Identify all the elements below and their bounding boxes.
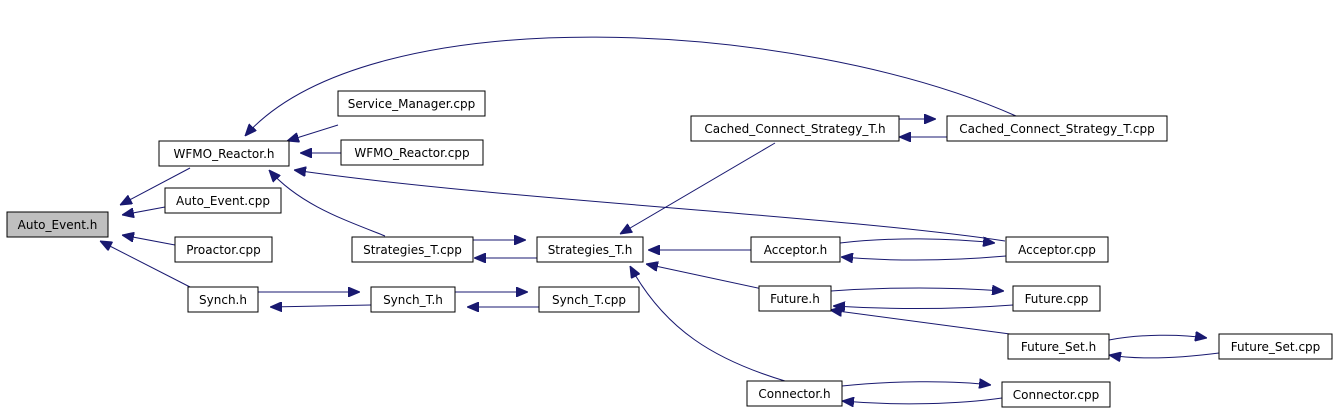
node-future-set-cpp[interactable]: Future_Set.cpp bbox=[1218, 333, 1333, 360]
node-synch-h[interactable]: Synch.h bbox=[187, 286, 259, 313]
edge-strategies-t-cpp-to-wfmo-reactor-h bbox=[269, 170, 386, 237]
edge-future-h-to-strategies-t-h bbox=[646, 264, 768, 291]
node-label: Synch_T.cpp bbox=[552, 293, 626, 307]
node-wfmo-reactor-cpp[interactable]: WFMO_Reactor.cpp bbox=[340, 139, 484, 166]
node-label: Acceptor.cpp bbox=[1018, 243, 1096, 257]
edge-auto-event-cpp-to-auto-event-h bbox=[122, 206, 166, 215]
edge-connector-h-to-connector-cpp bbox=[841, 382, 991, 386]
node-future-h[interactable]: Future.h bbox=[758, 285, 832, 312]
node-label: Connector.cpp bbox=[1013, 388, 1099, 402]
edge-connector-h-to-strategies-t-h bbox=[630, 266, 786, 382]
node-label: Future_Set.cpp bbox=[1231, 340, 1321, 354]
node-label: Strategies_T.cpp bbox=[363, 243, 462, 257]
node-acceptor-cpp[interactable]: Acceptor.cpp bbox=[1005, 236, 1109, 263]
edge-future-set-h-to-future-h bbox=[830, 310, 1011, 335]
node-acceptor-h[interactable]: Acceptor.h bbox=[750, 236, 841, 263]
node-label: Synch_T.h bbox=[383, 293, 443, 307]
edge-future-h-to-future-cpp bbox=[830, 288, 1004, 291]
edges bbox=[100, 36, 1220, 404]
node-label: Proactor.cpp bbox=[186, 243, 261, 257]
node-synch-t-h[interactable]: Synch_T.h bbox=[370, 286, 456, 313]
edge-acceptor-cpp-to-acceptor-h bbox=[841, 256, 1007, 260]
node-proactor-cpp[interactable]: Proactor.cpp bbox=[174, 236, 273, 263]
node-auto-event-h[interactable]: Auto_Event.h bbox=[6, 211, 109, 238]
node-cached-connect-strategy-t-h[interactable]: Cached_Connect_Strategy_T.h bbox=[690, 115, 900, 142]
edge-future-cpp-to-future-h bbox=[833, 305, 1014, 309]
edge-proactor-cpp-to-auto-event-h bbox=[122, 235, 176, 246]
node-label: Cached_Connect_Strategy_T.h bbox=[704, 122, 885, 136]
node-label: Connector.h bbox=[758, 387, 830, 401]
node-service-manager-cpp[interactable]: Service_Manager.cpp bbox=[337, 90, 486, 117]
node-label: Future_Set.h bbox=[1021, 340, 1096, 354]
edge-cached-connect-strategy-t-h-to-strategies-t-h bbox=[620, 142, 776, 234]
node-strategies-t-cpp[interactable]: Strategies_T.cpp bbox=[351, 236, 474, 263]
edge-synch-t-h-to-synch-h bbox=[270, 305, 372, 307]
node-wfmo-reactor-h[interactable]: WFMO_Reactor.h bbox=[158, 140, 290, 167]
node-future-cpp[interactable]: Future.cpp bbox=[1012, 285, 1101, 312]
node-label: Future.cpp bbox=[1025, 292, 1089, 306]
node-label: Future.h bbox=[770, 292, 820, 306]
node-label: Acceptor.h bbox=[764, 243, 828, 257]
node-label: Service_Manager.cpp bbox=[348, 97, 476, 111]
node-label: Cached_Connect_Strategy_T.cpp bbox=[959, 122, 1155, 136]
node-synch-t-cpp[interactable]: Synch_T.cpp bbox=[538, 286, 640, 313]
edge-wfmo-reactor-h-to-auto-event-h bbox=[120, 167, 191, 205]
edge-cached-connect-strategy-t-cpp-to-wfmo-reactor-h bbox=[245, 36, 1017, 136]
node-label: WFMO_Reactor.h bbox=[174, 147, 275, 161]
edge-service-manager-cpp-to-wfmo-reactor-h bbox=[287, 124, 339, 141]
nodes: Auto_Event.h WFMO_Reactor.h Auto_Event.c… bbox=[6, 90, 1333, 408]
node-cached-connect-strategy-t-cpp[interactable]: Cached_Connect_Strategy_T.cpp bbox=[946, 115, 1168, 142]
edge-acceptor-cpp-to-wfmo-reactor-h bbox=[294, 170, 1006, 242]
node-label: WFMO_Reactor.cpp bbox=[354, 146, 469, 160]
node-strategies-t-h[interactable]: Strategies_T.h bbox=[536, 236, 644, 263]
node-connector-cpp[interactable]: Connector.cpp bbox=[1001, 381, 1111, 408]
node-label: Auto_Event.h bbox=[18, 218, 98, 232]
edge-synch-h-to-auto-event-h bbox=[100, 241, 191, 288]
node-connector-h[interactable]: Connector.h bbox=[746, 380, 843, 407]
edge-future-set-h-to-future-set-cpp bbox=[1108, 335, 1207, 340]
node-label: Strategies_T.h bbox=[548, 243, 633, 257]
node-auto-event-cpp[interactable]: Auto_Event.cpp bbox=[164, 187, 282, 214]
node-label: Auto_Event.cpp bbox=[176, 194, 270, 208]
edge-acceptor-h-to-acceptor-cpp bbox=[839, 239, 995, 243]
edge-connector-cpp-to-connector-h bbox=[842, 398, 1003, 404]
node-future-set-h[interactable]: Future_Set.h bbox=[1007, 333, 1110, 360]
edge-future-set-cpp-to-future-set-h bbox=[1109, 353, 1220, 358]
node-label: Synch.h bbox=[199, 293, 247, 307]
